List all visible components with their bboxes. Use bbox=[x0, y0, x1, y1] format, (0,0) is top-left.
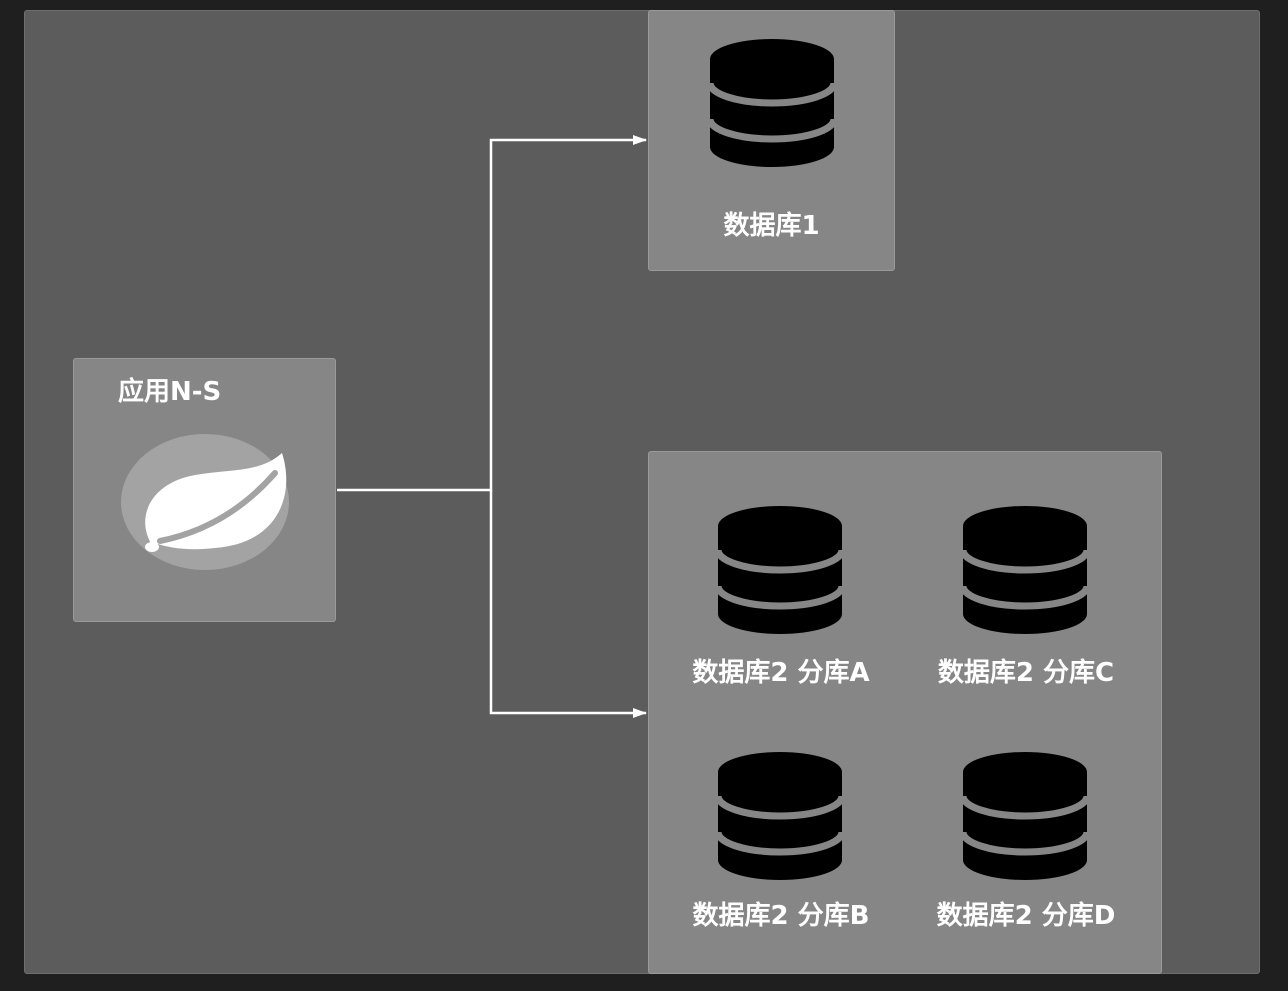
database2-group[interactable]: 数据库2 分库A 数据库2 分库C 数据库2 分库B 数据库2 分库D bbox=[648, 451, 1162, 974]
database1-node[interactable]: 数据库1 bbox=[648, 10, 895, 271]
database-icon bbox=[709, 39, 835, 167]
app-node[interactable]: 应用N-S bbox=[73, 358, 336, 622]
shard-b-label: 数据库2 分库B bbox=[692, 901, 870, 931]
database-icon bbox=[717, 506, 843, 634]
connector-app-to-db1 bbox=[337, 135, 647, 492]
app-label: 应用N-S bbox=[118, 377, 222, 407]
shard-a-label: 数据库2 分库A bbox=[692, 658, 870, 688]
connector-app-to-db2 bbox=[489, 490, 647, 718]
database1-label: 数据库1 bbox=[723, 211, 820, 241]
database-icon bbox=[962, 752, 1088, 880]
shard-c-label: 数据库2 分库C bbox=[937, 658, 1115, 688]
database-icon bbox=[717, 752, 843, 880]
database-icon bbox=[962, 506, 1088, 634]
shard-d-label: 数据库2 分库D bbox=[936, 901, 1116, 931]
spring-leaf-icon bbox=[121, 434, 289, 570]
